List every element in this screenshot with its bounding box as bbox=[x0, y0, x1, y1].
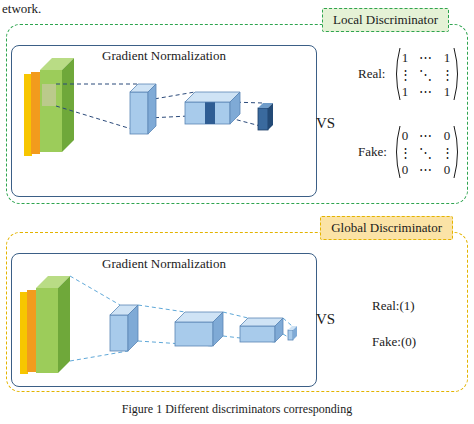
input-layers bbox=[24, 58, 74, 156]
matrix-cell: ⋮ bbox=[439, 145, 455, 160]
normalization-box: Gradient Normalization bbox=[11, 45, 317, 197]
feature-cube bbox=[110, 305, 297, 351]
matrix-cell: 1 bbox=[439, 84, 455, 99]
vs-label: VS bbox=[316, 116, 335, 131]
matrix-cell: ⋮ bbox=[397, 145, 413, 160]
local-region: Local DiscriminatorGradient Normalizatio… bbox=[6, 24, 468, 204]
matrix-cell: ⋯ bbox=[417, 162, 433, 177]
matrix-cell: 0 bbox=[439, 162, 455, 177]
matrix-cell: ⋮ bbox=[439, 67, 455, 82]
matrix-cell: ⋯ bbox=[417, 84, 433, 99]
normalization-box: Gradient Normalization bbox=[11, 253, 317, 387]
input-layers bbox=[20, 276, 70, 374]
matrix-cell: 1 bbox=[439, 50, 455, 65]
matrix-cell: ⋱ bbox=[417, 145, 433, 160]
box-title: Gradient Normalization bbox=[12, 254, 316, 272]
matrix-cell: 1 bbox=[397, 50, 413, 65]
matrix-cell: ⋮ bbox=[397, 67, 413, 82]
matrix-cell: ⋯ bbox=[417, 128, 433, 143]
matrix-cell: 0 bbox=[397, 128, 413, 143]
figure-caption: Figure 1 Different discriminators corres… bbox=[0, 402, 474, 417]
fake-label: Fake:(0) bbox=[372, 334, 416, 349]
feature-cube bbox=[130, 84, 273, 134]
dashed-connection bbox=[56, 84, 268, 134]
dashed-connection bbox=[70, 276, 293, 361]
matrix-cell: ⋱ bbox=[417, 67, 433, 82]
region-title: Local Discriminator bbox=[322, 8, 449, 32]
region-title: Global Discriminator bbox=[320, 216, 453, 240]
fake-label: Fake: bbox=[358, 144, 387, 159]
matrix-cell: 0 bbox=[397, 162, 413, 177]
matrix-bracket bbox=[397, 48, 458, 178]
matrix-cell: 1 bbox=[397, 84, 413, 99]
matrix-cell: 0 bbox=[439, 128, 455, 143]
cropped-text: etwork. bbox=[2, 1, 41, 16]
box-title: Gradient Normalization bbox=[12, 46, 316, 64]
real-label: Real: bbox=[358, 66, 385, 81]
vs-label: VS bbox=[316, 312, 335, 327]
matrix-cell: ⋯ bbox=[417, 50, 433, 65]
real-label: Real:(1) bbox=[372, 298, 415, 313]
